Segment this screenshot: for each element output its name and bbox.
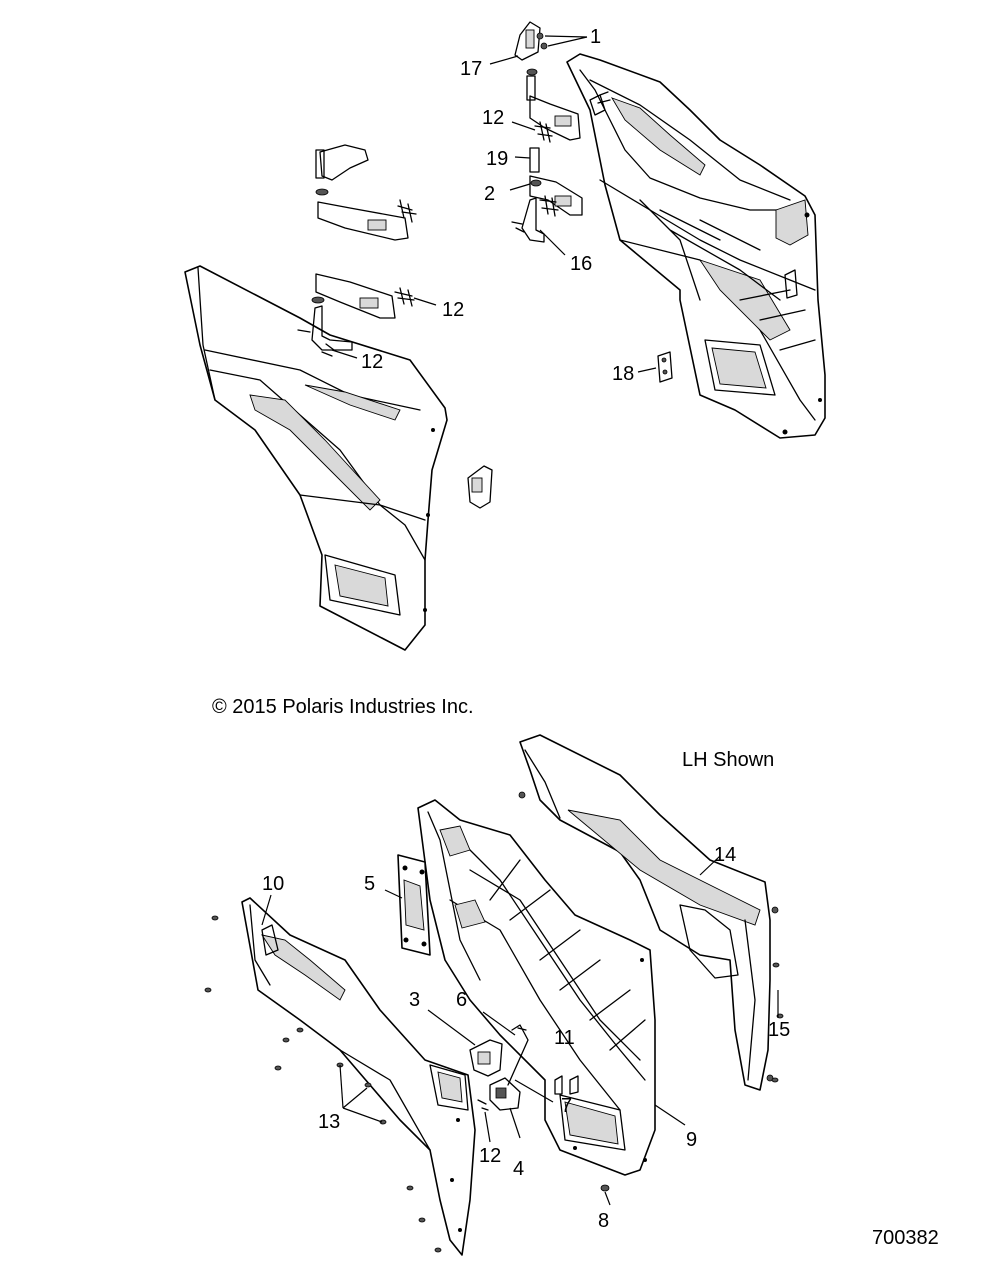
door-handle-3 xyxy=(469,1039,503,1077)
callout-15: 15 xyxy=(768,1019,790,1041)
latch-bracket-11 xyxy=(554,1075,579,1095)
hinge-bracket-16 xyxy=(511,197,545,243)
hinge-bracket-17 xyxy=(514,21,548,61)
door-frame-9 xyxy=(417,799,656,1176)
latch-4 xyxy=(477,1077,521,1111)
leader-lines xyxy=(261,35,779,1206)
right-upper-hinge xyxy=(526,75,581,143)
diagram-number: 700382 xyxy=(872,1227,939,1249)
latch-rod-6 xyxy=(507,1024,529,1086)
callout-labels: 1 17 12 19 2 16 18 12 12 14 10 5 3 6 11 … xyxy=(262,26,790,1232)
copyright-notice: © 2015 Polaris Industries Inc. xyxy=(212,696,474,718)
callout-16: 16 xyxy=(570,253,592,275)
left-upper-hinge xyxy=(315,144,409,241)
callout-17: 17 xyxy=(460,58,482,80)
callout-12-upper: 12 xyxy=(482,107,504,129)
callout-19: 19 xyxy=(486,148,508,170)
striker-18 xyxy=(657,351,673,383)
right-door-panel xyxy=(566,53,826,439)
callout-7: 7 xyxy=(561,1095,572,1117)
callout-13: 13 xyxy=(318,1111,340,1133)
callout-10: 10 xyxy=(262,873,284,895)
left-lower-hinge xyxy=(297,273,415,357)
left-hinge-fasteners-upper xyxy=(397,199,417,223)
right-lower-hinge xyxy=(529,175,583,217)
callout-9: 9 xyxy=(686,1129,697,1151)
callout-11: 11 xyxy=(554,1027,575,1049)
callout-5: 5 xyxy=(364,873,375,895)
inner-trim-panel-10 xyxy=(241,897,476,1256)
callout-3: 3 xyxy=(409,989,420,1011)
washer-2 xyxy=(530,179,542,187)
callout-8: 8 xyxy=(598,1210,609,1232)
callout-12-lower: 12 xyxy=(479,1145,501,1167)
view-note: LH Shown xyxy=(682,749,774,771)
callout-1: 1 xyxy=(590,26,601,48)
callout-12-left-bracket: 12 xyxy=(361,351,383,373)
hinge-pin-19 xyxy=(529,147,540,173)
callout-12-left-hinge: 12 xyxy=(442,299,464,321)
callout-18: 18 xyxy=(612,363,634,385)
left-door-panel xyxy=(184,265,448,651)
callout-14: 14 xyxy=(714,844,736,866)
reinforcement-plate-5 xyxy=(397,854,431,956)
callout-6: 6 xyxy=(456,989,467,1011)
outer-door-panel-14 xyxy=(518,734,779,1091)
callout-4: 4 xyxy=(513,1158,524,1180)
callout-2: 2 xyxy=(484,183,495,205)
washer xyxy=(526,68,538,76)
left-door-striker xyxy=(467,465,493,509)
